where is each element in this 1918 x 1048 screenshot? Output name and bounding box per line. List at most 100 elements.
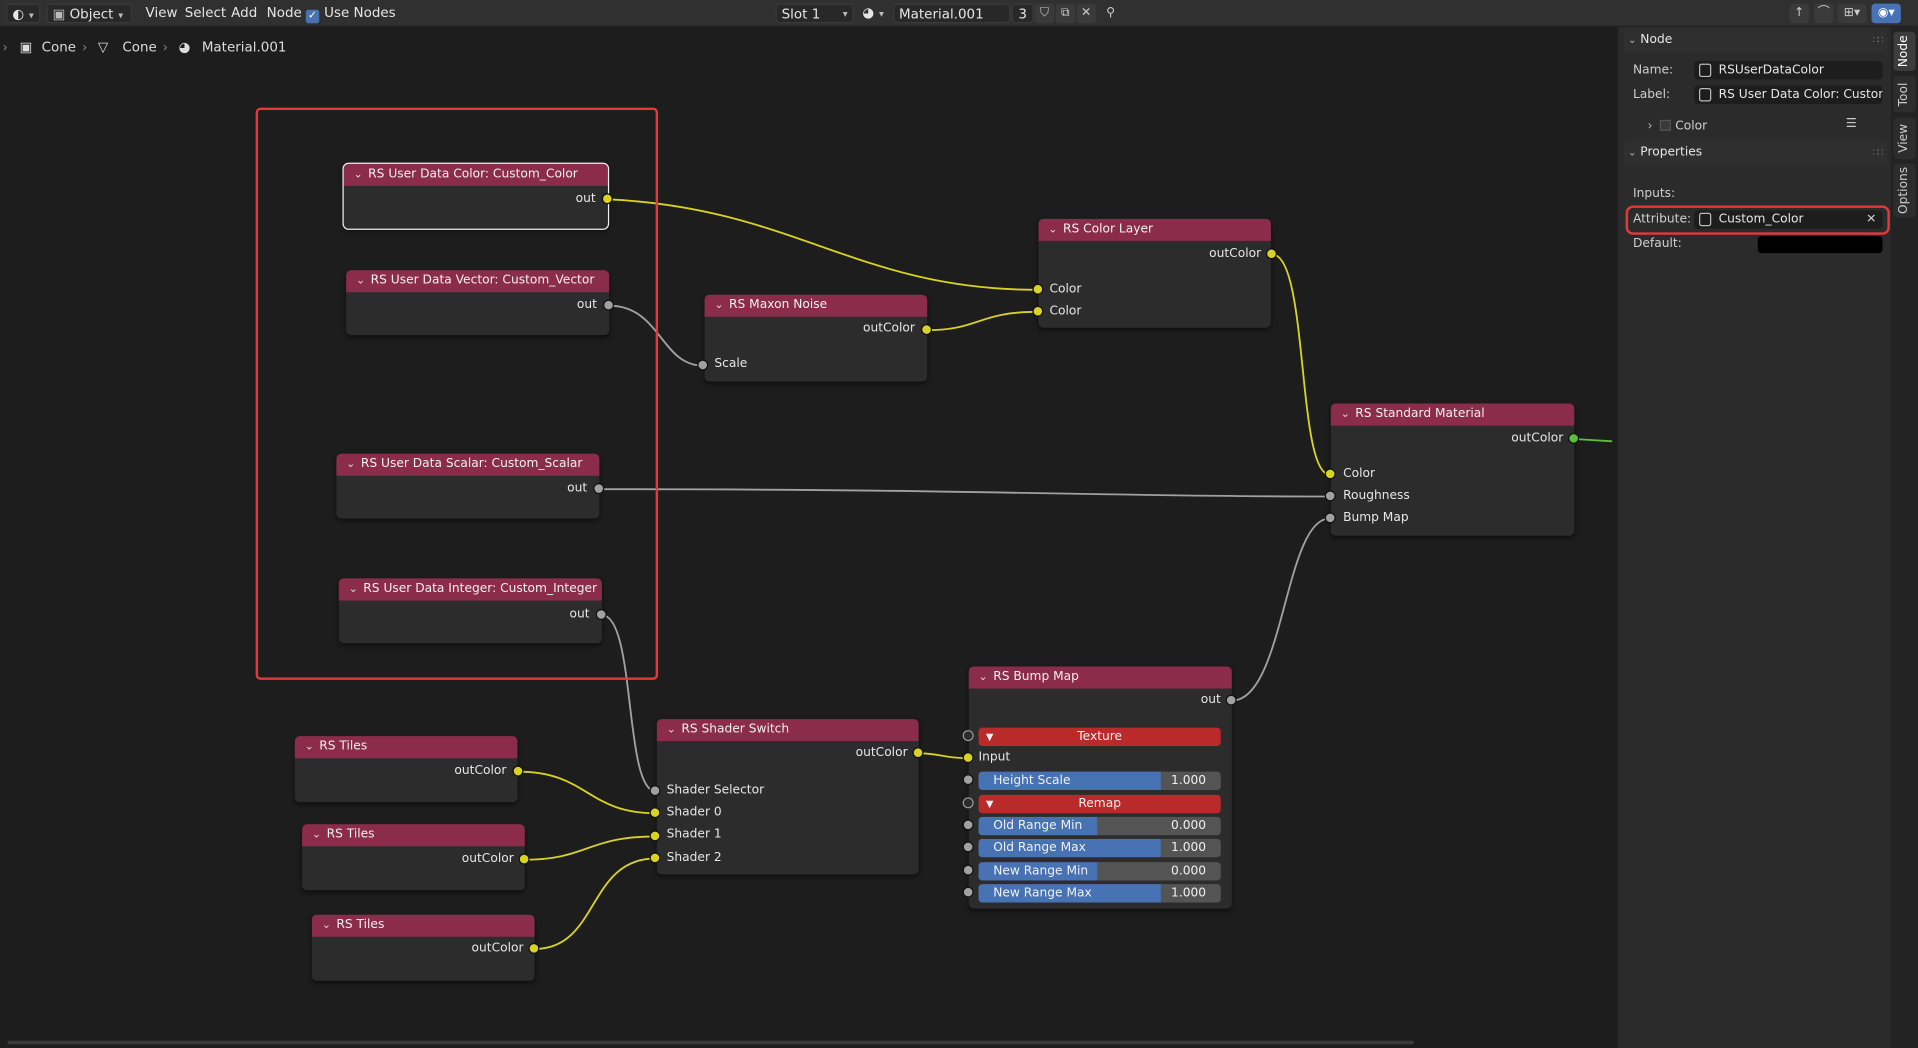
socket-tiles-2-out[interactable] (518, 853, 530, 865)
list-icon[interactable]: ☰ (1845, 117, 1857, 131)
socket-bump-map-new-min[interactable] (962, 864, 974, 876)
socket-maxon-noise-scale[interactable] (697, 359, 709, 371)
tab-node[interactable]: Node (1893, 31, 1916, 71)
node-user-data-scalar[interactable]: ⌄RS User Data Scalar: Custom_Scalar out (336, 453, 600, 519)
socket-standard-material-roughness[interactable] (1324, 490, 1336, 502)
node-panel-header[interactable]: ⌄Node∷∷ (1623, 28, 1888, 53)
chevron-down-icon: ⌄ (304, 741, 314, 754)
socket-bump-map-old-max[interactable] (962, 841, 974, 853)
socket-standard-material-color[interactable] (1324, 468, 1336, 480)
slot-dropdown[interactable]: Slot 1▾ (775, 3, 854, 24)
drag-handle-icon[interactable]: ∷∷ (1872, 34, 1883, 46)
socket-user-data-color-out[interactable] (601, 193, 613, 205)
socket-tiles-1-out[interactable] (512, 765, 524, 777)
socket-shader-switch-shader-1[interactable] (649, 830, 661, 842)
socket-bump-map-out[interactable] (1225, 694, 1237, 706)
socket-label-outcolor: outColor (862, 321, 915, 336)
socket-shader-switch-shader-2[interactable] (649, 852, 661, 864)
socket-shader-switch-out[interactable] (912, 747, 924, 759)
chevron-down-icon: ▾ (28, 9, 34, 21)
use-nodes-toggle[interactable]: ✓Use Nodes (305, 4, 396, 24)
socket-color-layer-color-1[interactable] (1032, 283, 1044, 295)
socket-user-data-integer-out[interactable] (595, 609, 607, 621)
chevron-right-icon: › (81, 39, 88, 56)
node-tiles-1[interactable]: ⌄RS Tiles outColor (294, 736, 518, 803)
properties-panel-header[interactable]: ⌄Properties∷∷ (1623, 140, 1888, 166)
attribute-field[interactable]: Custom_Color✕ (1694, 210, 1883, 229)
link-switch-to-bump (918, 752, 968, 760)
tab-options[interactable]: Options (1893, 163, 1916, 218)
socket-user-data-vector-out[interactable] (603, 299, 615, 311)
socket-standard-material-bump[interactable] (1324, 512, 1336, 524)
socket-bump-map-new-max[interactable] (962, 886, 974, 898)
horizontal-scrollbar[interactable] (7, 1040, 1415, 1045)
remap-panel-label: Remap (1078, 797, 1121, 811)
duplicate-icon[interactable]: ⧉ (1055, 3, 1076, 24)
material-name-field[interactable]: Material.001 (892, 3, 1011, 24)
default-color-swatch[interactable] (1757, 236, 1883, 254)
color-subpanel-toggle[interactable]: › Color (1648, 119, 1707, 133)
fake-user-shield-icon[interactable]: ⛉ (1034, 3, 1055, 24)
node-label-field[interactable]: RS User Data Color: Custom_... (1694, 85, 1883, 104)
pin-icon[interactable]: ⚲ (1106, 6, 1116, 20)
triangle-down-icon: ▼ (985, 731, 994, 743)
user-count-button[interactable]: 3 (1011, 3, 1034, 24)
menu-view[interactable]: View (145, 4, 178, 21)
socket-user-data-scalar-out[interactable] (593, 483, 605, 495)
socket-color-layer-out[interactable] (1266, 248, 1278, 260)
texture-panel-toggle[interactable]: ▼ Texture (978, 727, 1221, 746)
color-checkbox[interactable] (1660, 119, 1672, 131)
socket-bump-map-remap[interactable] (962, 797, 974, 809)
name-label: Name: (1632, 63, 1674, 78)
menu-node[interactable]: Node (266, 4, 302, 21)
socket-shader-switch-selector[interactable] (649, 785, 661, 797)
node-shader-switch[interactable]: ⌄RS Shader Switch outColor Shader Select… (656, 719, 919, 875)
slider-value: 0.000 (1171, 864, 1207, 879)
clear-icon[interactable]: ✕ (1866, 212, 1877, 227)
mesh-object-icon: ▣ (19, 39, 33, 56)
node-maxon-noise[interactable]: ⌄RS Maxon Noise outColor Scale (704, 294, 928, 382)
node-standard-material[interactable]: ⌄RS Standard Material outColor Color Rou… (1330, 403, 1575, 536)
drag-handle-icon[interactable]: ∷∷ (1872, 146, 1883, 158)
socket-color-layer-color-2[interactable] (1032, 305, 1044, 317)
parent-node-tree-icon[interactable]: ↑ (1789, 3, 1810, 24)
node-user-data-color[interactable]: ⌄RS User Data Color: Custom_Color out (342, 162, 610, 230)
material-browse-button[interactable]: ◕▾ (862, 4, 889, 24)
socket-standard-material-out[interactable] (1568, 432, 1580, 444)
socket-maxon-noise-out[interactable] (921, 324, 933, 336)
snap-mode-icon[interactable]: ⊞▾ (1837, 3, 1867, 24)
menu-select[interactable]: Select (184, 4, 227, 21)
node-tiles-2[interactable]: ⌄RS Tiles outColor (302, 824, 525, 891)
slider-value: 0.000 (1171, 819, 1207, 833)
node-user-data-integer[interactable]: ⌄RS User Data Integer: Custom_Integer ou… (338, 578, 602, 644)
node-color-layer[interactable]: ⌄RS Color Layer outColor Color Color (1038, 218, 1271, 328)
node-name-field[interactable]: RSUserDataColor (1694, 61, 1883, 80)
socket-shader-switch-shader-0[interactable] (649, 807, 661, 819)
node-bump-map[interactable]: ⌄RS Bump Map out ▼Texture Input Height S… (968, 666, 1232, 909)
tab-tool[interactable]: Tool (1893, 75, 1916, 113)
socket-bump-map-old-min[interactable] (962, 819, 974, 831)
editor-type-dropdown[interactable]: ◐▾ (6, 3, 41, 24)
snap-icon[interactable]: ⌒ (1814, 3, 1834, 24)
slider-label: New Range Max (993, 886, 1092, 901)
socket-label-color: Color (1343, 467, 1376, 481)
node-tiles-3[interactable]: ⌄RS Tiles outColor (311, 914, 535, 981)
texture-panel-label: Texture (1077, 730, 1123, 744)
menu-add[interactable]: Add (231, 4, 258, 21)
overlay-toggle-icon[interactable]: ◉▾ (1871, 3, 1901, 24)
socket-bump-map-height-scale[interactable] (962, 774, 974, 786)
remap-panel-toggle[interactable]: ▼Remap (978, 794, 1221, 814)
socket-bump-map-texture[interactable] (962, 730, 974, 742)
socket-tiles-3-out[interactable] (528, 942, 540, 954)
close-icon[interactable]: ✕ (1076, 3, 1096, 24)
node-user-data-vector[interactable]: ⌄RS User Data Vector: Custom_Vector out (346, 270, 610, 336)
tab-view[interactable]: View (1893, 117, 1916, 159)
socket-bump-map-input[interactable] (962, 752, 974, 764)
shader-type-dropdown[interactable]: ▣ Object▾ (46, 3, 133, 24)
inputs-label: Inputs: (1632, 187, 1676, 201)
